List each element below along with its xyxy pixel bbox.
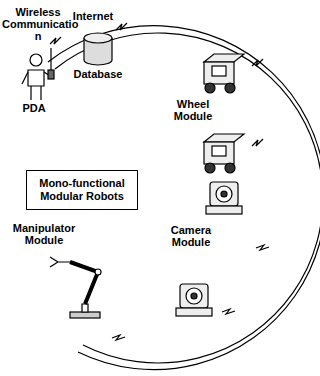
module-label: Wheel Module	[168, 98, 218, 122]
pda-user-icon	[22, 48, 54, 100]
wheel-module-icon	[204, 54, 244, 93]
manipulator-icon	[50, 257, 101, 318]
wireless-label: Wireless Communicatio n	[2, 6, 74, 42]
internet-label: Internet	[66, 10, 120, 22]
database-label: Database	[68, 68, 128, 80]
module-label: Camera Module	[164, 224, 218, 248]
group-title: Mono-functional Modular Robots	[31, 177, 133, 203]
pda-label: PDA	[14, 102, 54, 114]
database-icon	[84, 33, 112, 65]
camera-module-icon	[176, 284, 212, 316]
group-box: Mono-functional Modular Robots	[26, 170, 138, 210]
module-label: Manipulator Module	[2, 222, 86, 246]
camera-module-icon	[206, 182, 242, 214]
wheel-module-icon	[204, 134, 244, 173]
